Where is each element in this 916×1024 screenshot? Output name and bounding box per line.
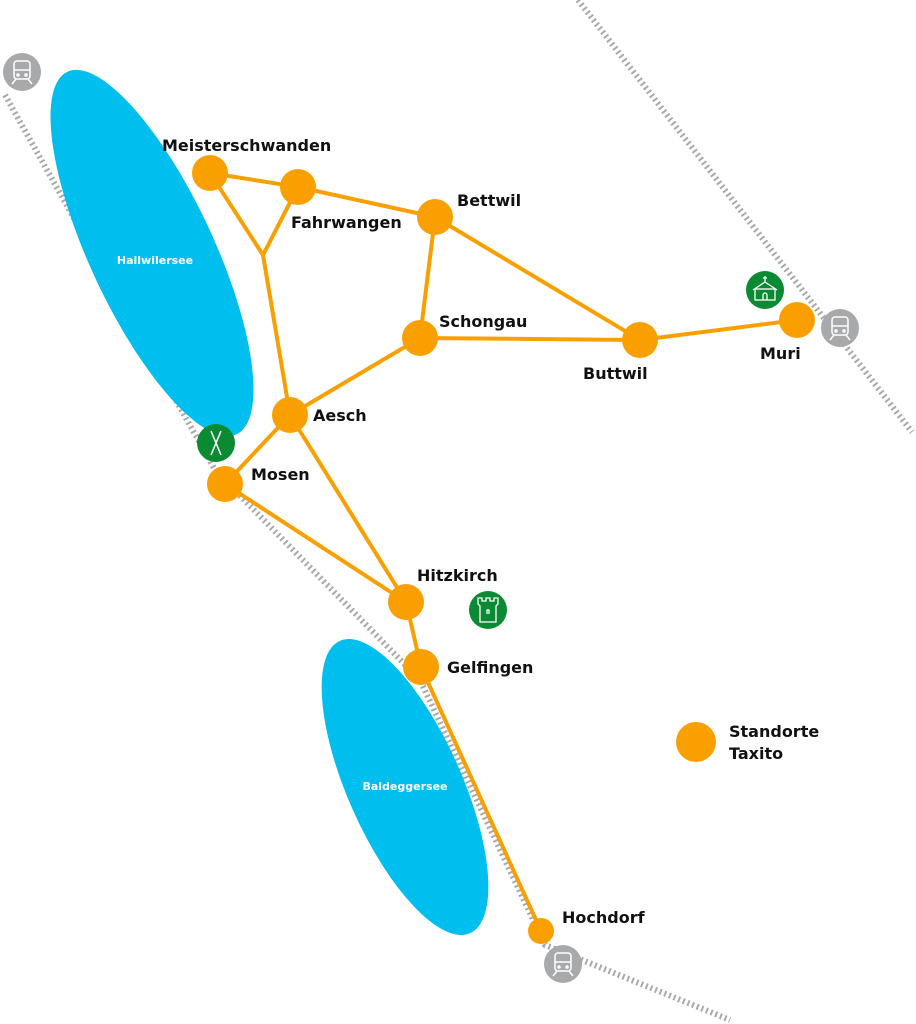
stop-fahrwangen[interactable]: Fahrwangen — [280, 169, 402, 232]
legend-label-line2: Taxito — [729, 744, 783, 763]
stops: Meisterschwanden Fahrwangen Bettwil Scho… — [162, 136, 815, 944]
train-icon[interactable] — [3, 53, 41, 91]
rail-line-east — [575, 0, 915, 434]
train-icon[interactable] — [544, 945, 582, 983]
svg-text:Schongau: Schongau — [439, 312, 527, 331]
stop-muri[interactable]: Muri — [760, 302, 815, 363]
svg-text:Fahrwangen: Fahrwangen — [291, 213, 402, 232]
svg-text:Aesch: Aesch — [313, 406, 367, 425]
stop-bettwil[interactable]: Bettwil — [417, 191, 521, 235]
lake-label-baldeggersee: Baldeggersee — [362, 780, 447, 793]
svg-text:Muri: Muri — [760, 344, 801, 363]
legend-label-line1: Standorte — [729, 722, 819, 741]
stop-mosen[interactable]: Mosen — [207, 465, 310, 502]
svg-text:Gelfingen: Gelfingen — [447, 658, 533, 677]
lake-hallwilersee: Hallwilersee — [50, 69, 254, 437]
points-of-interest — [197, 271, 784, 629]
stop-hochdorf[interactable]: Hochdorf — [528, 908, 646, 944]
stop-meisterschwanden[interactable]: Meisterschwanden — [162, 136, 331, 191]
stop-hitzkirch[interactable]: Hitzkirch — [388, 566, 498, 620]
lake-baldeggersee: Baldeggersee — [321, 639, 489, 935]
svg-text:Mosen: Mosen — [251, 465, 310, 484]
lake-label-hallwilersee: Hallwilersee — [117, 254, 193, 267]
ski-poles-icon[interactable] — [197, 424, 235, 462]
stop-buttwil[interactable]: Buttwil — [583, 322, 658, 383]
svg-text:Bettwil: Bettwil — [457, 191, 521, 210]
legend: Standorte Taxito — [676, 722, 819, 763]
church-icon[interactable] — [746, 271, 784, 309]
stop-gelfingen[interactable]: Gelfingen — [403, 649, 533, 685]
svg-text:Hochdorf: Hochdorf — [562, 908, 646, 927]
train-stations — [3, 53, 859, 983]
svg-text:Buttwil: Buttwil — [583, 364, 648, 383]
castle-tower-icon[interactable] — [469, 591, 507, 629]
svg-text:Meisterschwanden: Meisterschwanden — [162, 136, 331, 155]
legend-swatch — [676, 722, 716, 762]
train-icon[interactable] — [821, 309, 859, 347]
stop-aesch[interactable]: Aesch — [272, 397, 367, 433]
svg-text:Hitzkirch: Hitzkirch — [417, 566, 498, 585]
stop-schongau[interactable]: Schongau — [402, 312, 527, 356]
